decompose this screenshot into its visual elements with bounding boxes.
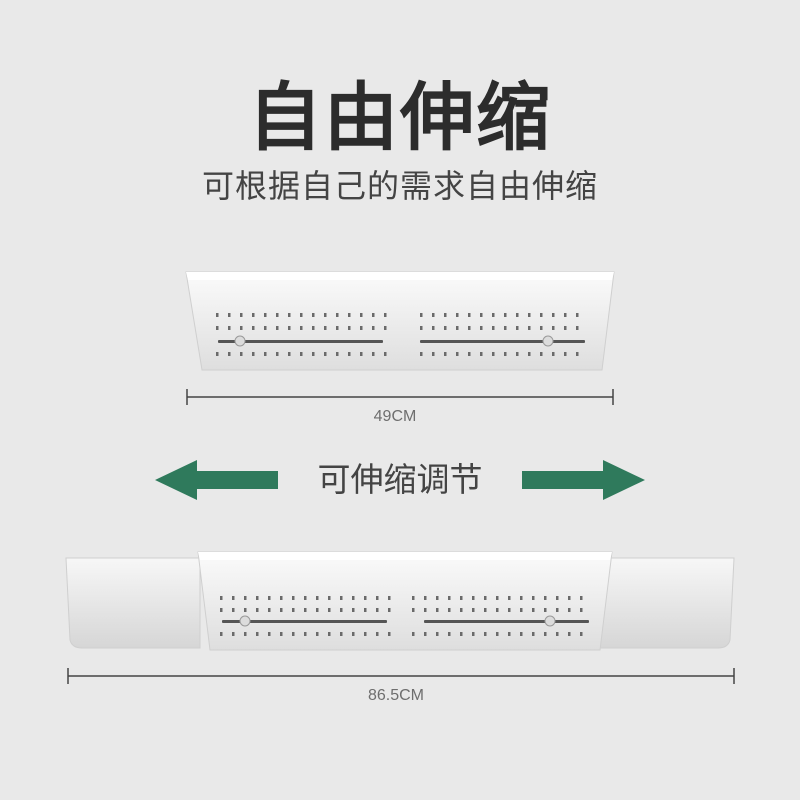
- deflector-long: [65, 551, 735, 651]
- vent-holes: [220, 596, 583, 636]
- arrow-left-icon: [155, 460, 278, 500]
- adjustable-label: 可伸缩调节: [317, 460, 483, 499]
- slider-knob: [542, 335, 554, 347]
- slider-knob: [234, 335, 246, 347]
- deflector-short: [185, 271, 615, 371]
- main-title: 自由伸缩: [248, 75, 552, 161]
- dimension-line-long: [67, 668, 735, 684]
- slider-knob: [544, 615, 556, 627]
- vent-holes: [216, 313, 579, 356]
- slider-knob: [239, 615, 251, 627]
- subtitle: 可根据自己的需求自由伸缩: [201, 167, 598, 205]
- dimension-line-short: [186, 389, 614, 405]
- length-label-long: 86.5CM: [367, 687, 425, 704]
- arrow-right-icon: [522, 460, 645, 500]
- length-label-short: 49CM: [373, 408, 417, 425]
